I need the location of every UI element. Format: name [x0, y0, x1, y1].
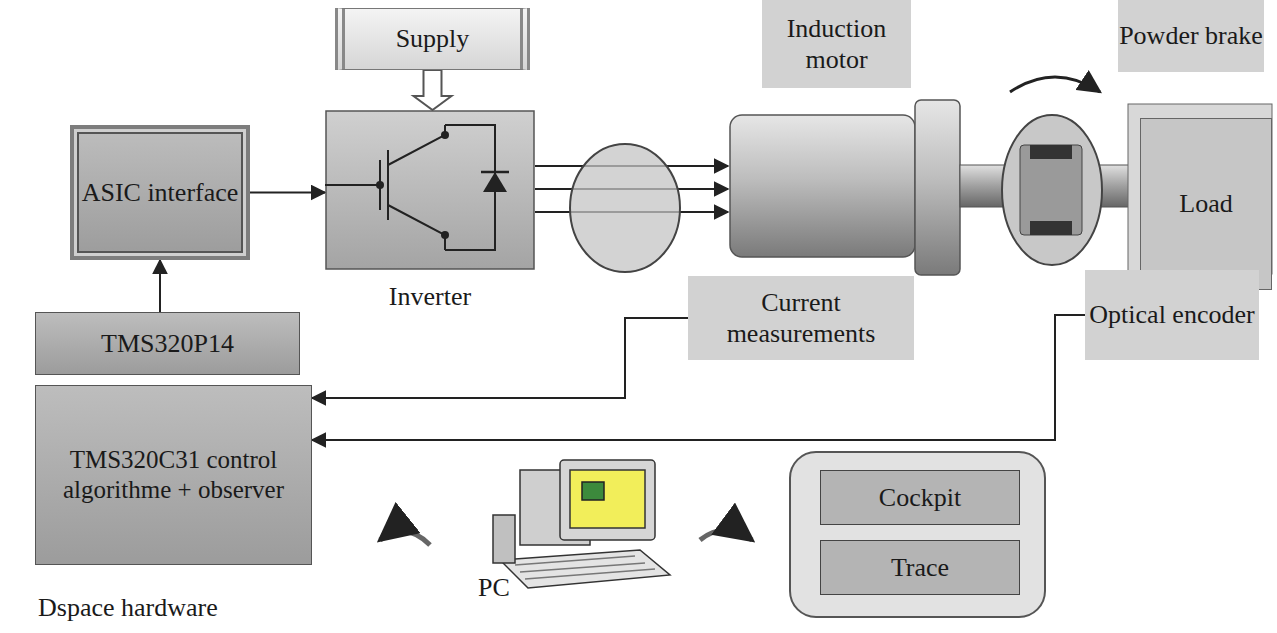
caption-label: PC — [478, 572, 510, 603]
node-text: Optical encoder — [1089, 299, 1254, 330]
signal-arrow — [414, 70, 452, 110]
node-text: TMS320P14 — [101, 328, 234, 359]
signal-arrow — [312, 318, 688, 398]
signal-arrow — [250, 192, 325, 194]
node-text: Load — [1179, 188, 1232, 219]
node-text: Current measurements — [688, 287, 914, 349]
node-text: Powder brake — [1119, 20, 1263, 51]
optical-encoder — [1002, 77, 1102, 265]
interface-box: ASIC interface — [70, 125, 250, 260]
label-box: Optical encoder — [1085, 270, 1259, 360]
caption-label: Dspace hardware — [38, 592, 218, 623]
supply-box: Supply — [335, 8, 530, 70]
induction-motor — [730, 100, 1135, 275]
node-text: Trace — [891, 552, 949, 583]
label-box: Powder brake — [1118, 0, 1264, 72]
load-box: Load — [1140, 118, 1272, 290]
pc-icon — [493, 460, 670, 588]
node-text: Induction motor — [762, 13, 911, 75]
node-text: Inverter — [389, 281, 471, 312]
inverter-block: Inverter — [325, 110, 535, 320]
node-text: Supply — [396, 23, 470, 54]
software-panel — [790, 452, 1045, 617]
label-box: Induction motor — [762, 0, 911, 88]
label-box: Current measurements — [688, 276, 914, 360]
node-text: TMS320C31 control algorithme + observer — [36, 445, 311, 505]
signal-arrow — [159, 260, 161, 312]
data-exchange-arrows — [380, 530, 752, 545]
current-sensor — [570, 144, 680, 272]
node-text: ASIC interface — [82, 177, 239, 208]
dsp-box: TMS320P14 — [35, 312, 300, 375]
software-box: Trace — [820, 540, 1020, 595]
node-text: Cockpit — [879, 482, 961, 513]
inverter-symbol — [325, 110, 535, 270]
dsp-box: TMS320C31 control algorithme + observer — [35, 385, 312, 565]
software-box: Cockpit — [820, 470, 1020, 525]
